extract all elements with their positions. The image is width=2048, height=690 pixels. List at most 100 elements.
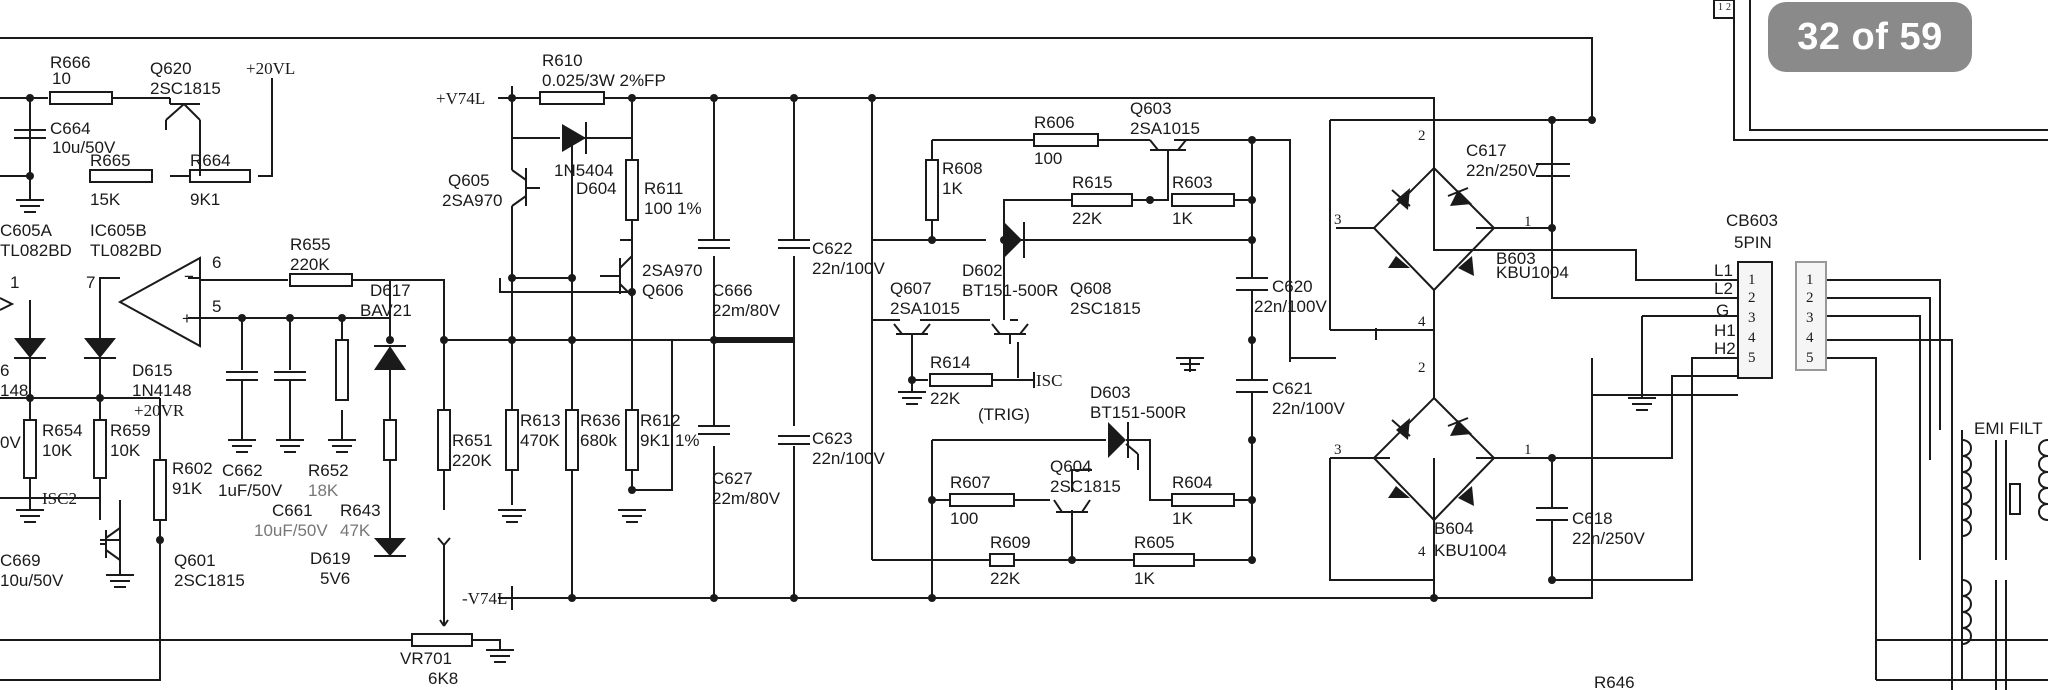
label-c605a: C605A <box>0 221 53 240</box>
label-r610-value: 0.025/3W 2%FP <box>542 71 666 90</box>
resistor-r612 <box>625 409 639 471</box>
transistor-q603 <box>1149 139 1187 162</box>
label-q608: Q608 <box>1070 279 1112 298</box>
label-c620: C620 <box>1272 277 1313 296</box>
resistors <box>23 91 1235 647</box>
label-vr701: VR701 <box>400 649 452 668</box>
capacitor-c666 <box>698 239 730 249</box>
label-r652: R652 <box>308 461 349 480</box>
label-q605-value: 2SA970 <box>442 191 503 210</box>
label-c662: C662 <box>222 461 263 480</box>
label-b603-pin1: 1 <box>1524 214 1532 230</box>
label-q604: Q604 <box>1050 457 1092 476</box>
label-b604-pin3: 3 <box>1334 442 1342 458</box>
ground-icon <box>498 509 526 523</box>
resistor-r654 <box>23 419 37 479</box>
label-r651-value: 220K <box>452 451 492 470</box>
label-c627: C627 <box>712 469 753 488</box>
capacitors <box>14 98 1570 521</box>
potentiometer-vr701 <box>411 633 473 647</box>
label-q603: Q603 <box>1130 99 1172 118</box>
label-left-148: 148 <box>0 381 28 400</box>
label-r666-value: 10 <box>52 69 71 88</box>
resistor-r643 <box>383 419 397 461</box>
label-d603: D603 <box>1090 383 1131 402</box>
resistor-r611 <box>625 159 639 221</box>
label-r615: R615 <box>1072 173 1113 192</box>
label-r605-value: 1K <box>1134 569 1155 588</box>
resistor-r605 <box>1133 553 1195 567</box>
label-r652-value: 18K <box>308 481 339 500</box>
label-d617: D617 <box>370 281 411 300</box>
ground-symbols <box>16 199 1656 663</box>
label-tl082bd-a: TL082BD <box>0 241 72 260</box>
cb603-pin-numbers: 1 2 3 4 5 <box>1748 272 1756 366</box>
label-c620-value: 22n/100V <box>1254 297 1327 316</box>
label-q601-value: 2SC1815 <box>174 571 245 590</box>
label-d602-value: BT151-500R <box>962 281 1058 300</box>
capacitor-c617-plates <box>1560 163 1570 177</box>
transistor-q601 <box>100 527 121 561</box>
label-r607: R607 <box>950 473 991 492</box>
capacitor-c661 <box>274 371 306 381</box>
right-pin-3: 3 <box>1806 310 1814 326</box>
label-emi-filter: EMI FILT <box>1974 419 2043 438</box>
label-b603-pin2: 2 <box>1418 128 1426 144</box>
label-cb603-value: 5PIN <box>1734 233 1772 252</box>
label-q605: Q605 <box>448 171 490 190</box>
label-cb-g: G <box>1716 301 1729 320</box>
label-d604: D604 <box>576 179 617 198</box>
connector-right <box>1795 261 1827 371</box>
label-q620-value: 2SC1815 <box>150 79 221 98</box>
label-c661-value: 10uF/50V <box>254 521 328 540</box>
bridge-b604 <box>1336 396 1496 584</box>
resistor-r614 <box>929 373 993 387</box>
label-vr701-value: 6K8 <box>428 669 458 688</box>
label-b603-pin4: 4 <box>1418 314 1426 330</box>
resistor-r607 <box>949 493 1015 507</box>
label-r665-value: 15K <box>90 190 121 209</box>
label-r605: R605 <box>1134 533 1175 552</box>
transistor-q620 <box>165 98 201 176</box>
label-r614-value: 22K <box>930 389 961 408</box>
label-tl082bd-b: TL082BD <box>90 241 162 260</box>
ground-icon <box>1176 357 1204 371</box>
resistor-r608 <box>925 159 939 221</box>
resistor-r604 <box>1171 493 1235 507</box>
label-r615-value: 22K <box>1072 209 1103 228</box>
label-r606: R606 <box>1034 113 1075 132</box>
ground-icon <box>898 391 926 405</box>
transistor-q608 <box>991 323 1029 344</box>
label-b603: B603 <box>1496 249 1536 268</box>
label-left-0v: 0V <box>0 433 21 452</box>
label-minus-v74l: -V74L <box>462 589 507 608</box>
label-c666: C666 <box>712 281 753 300</box>
label-r664-value: 9K1 <box>190 190 220 209</box>
label-r606-value: 100 <box>1034 149 1062 168</box>
resistor-r606 <box>1033 133 1099 147</box>
cb603-pin-5: 5 <box>1748 350 1756 366</box>
label-r655-value: 220K <box>290 255 330 274</box>
label-d619: D619 <box>310 549 351 568</box>
corner-pin-1: 1 <box>1718 2 1723 13</box>
resistor-r659 <box>93 419 107 479</box>
component-labels: R666 10 Q620 2SC1815 +20VL C664 10u/50V … <box>0 51 2043 690</box>
label-plus-v74l: +V74L <box>436 89 485 108</box>
label-opamp-pin7: 7 <box>86 273 95 292</box>
capacitor-c617 <box>1536 163 1568 177</box>
label-opamp-pin6: 6 <box>212 253 221 272</box>
right-pin-1: 1 <box>1806 272 1814 288</box>
label-r603-value: 1K <box>1172 209 1193 228</box>
diode-d617 <box>374 346 406 370</box>
label-c623: C623 <box>812 429 853 448</box>
resistor-r664 <box>189 169 251 183</box>
label-ic605b: IC605B <box>90 221 147 240</box>
label-c622: C622 <box>812 239 853 258</box>
label-b604-value: KBU1004 <box>1434 541 1507 560</box>
emi-coil <box>1961 439 1972 537</box>
label-r611: R611 <box>644 179 683 198</box>
label-b604: B604 <box>1434 519 1474 538</box>
label-q606-part: 2SA970 <box>642 261 703 280</box>
bridge-b603 <box>1336 166 1496 292</box>
label-r643: R643 <box>340 501 381 520</box>
